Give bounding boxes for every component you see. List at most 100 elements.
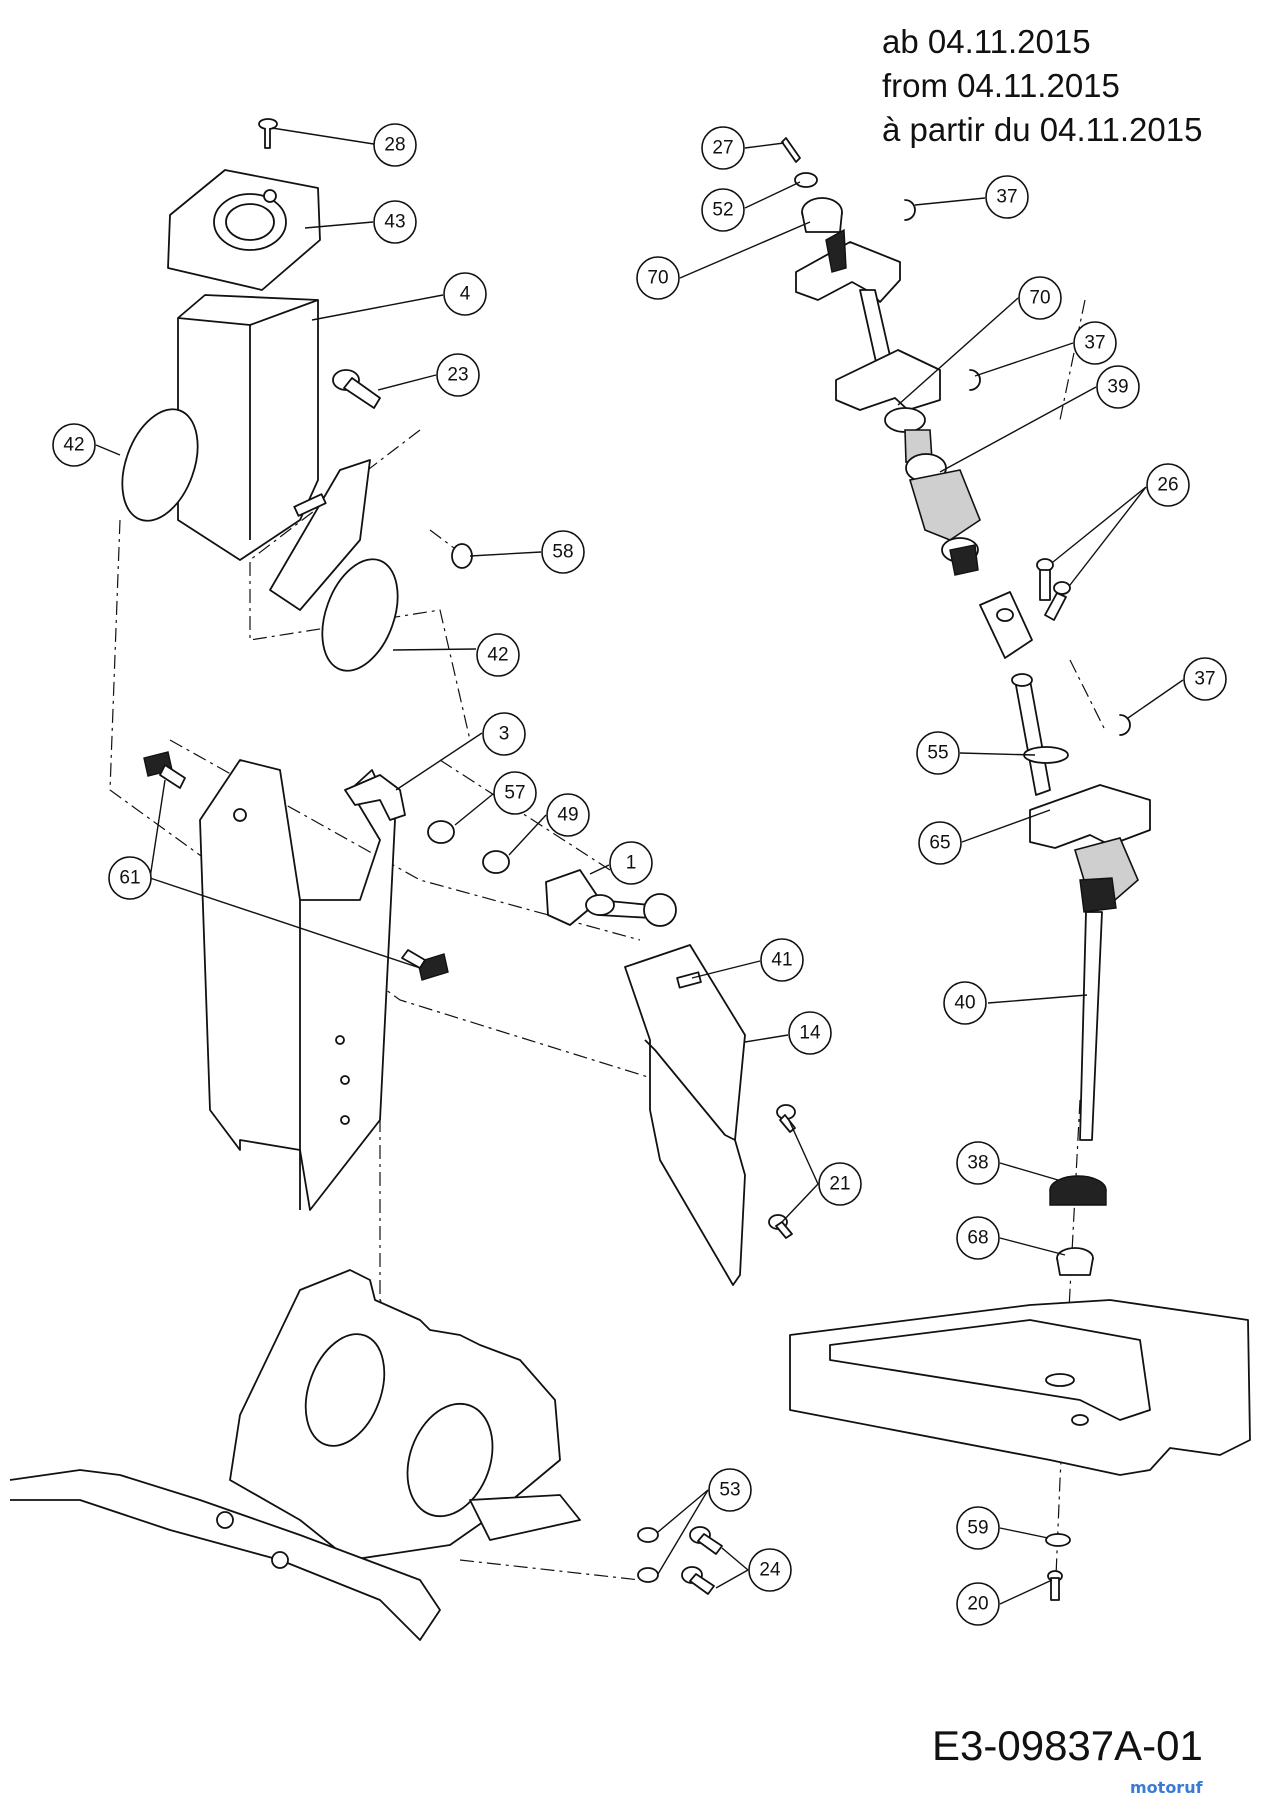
- callout-37-c: 37: [1183, 657, 1227, 701]
- callout-label: 40: [954, 993, 975, 1014]
- washer-59: [1045, 1533, 1071, 1547]
- chassis-plate: [789, 1299, 1251, 1476]
- callout-68: 68: [956, 1216, 1000, 1260]
- callout-label: 68: [967, 1228, 988, 1249]
- date-block: ab 04.11.2015 from 04.11.2015 à partir d…: [882, 20, 1262, 152]
- callout-label: 41: [771, 950, 792, 971]
- screw-24-upper: [689, 1526, 723, 1555]
- callout-59: 59: [956, 1506, 1000, 1550]
- callout-label: 52: [712, 200, 733, 221]
- disc-42-right: [321, 558, 399, 672]
- callout-43: 43: [373, 200, 417, 244]
- lower-frame: [9, 1269, 581, 1641]
- callout-label: 37: [1194, 669, 1215, 690]
- callout-58: 58: [541, 530, 585, 574]
- washer-52: [794, 172, 818, 188]
- callout-20: 20: [956, 1582, 1000, 1626]
- callout-39: 39: [1096, 365, 1140, 409]
- callout-26: 26: [1146, 463, 1190, 507]
- callout-61: 61: [108, 856, 152, 900]
- callout-24: 24: [748, 1548, 792, 1592]
- bolt-61-lower: [401, 949, 449, 981]
- callout-label: 65: [929, 833, 950, 854]
- callout-4: 4: [443, 272, 487, 316]
- callout-37-b: 37: [1073, 321, 1117, 365]
- pin-26-a: [1036, 558, 1054, 601]
- callout-label: 59: [967, 1518, 988, 1539]
- callout-65: 65: [918, 821, 962, 865]
- e-clip-37-c: [1119, 714, 1131, 736]
- pin-26-b: [1044, 581, 1071, 621]
- watermark-logo: motoruf: [1130, 1778, 1203, 1797]
- screw-20: [1047, 1570, 1063, 1601]
- callout-label: 43: [384, 212, 405, 233]
- callout-57: 57: [493, 771, 537, 815]
- callout-38: 38: [956, 1141, 1000, 1185]
- leader-lines: [95, 127, 1184, 1605]
- callout-label: 42: [487, 645, 508, 666]
- callout-label: 26: [1157, 475, 1178, 496]
- callout-label: 14: [799, 1023, 821, 1044]
- bushing-70-upper: [801, 197, 843, 233]
- callout-label: 37: [1084, 333, 1105, 354]
- steering-column-housing: [177, 294, 371, 611]
- callout-label: 24: [759, 1560, 781, 1581]
- callout-label: 70: [1029, 288, 1050, 309]
- callout-label: 53: [719, 1480, 740, 1501]
- date-line-en: from 04.11.2015: [882, 67, 1120, 104]
- callout-label: 39: [1107, 377, 1128, 398]
- callout-14: 14: [788, 1011, 832, 1055]
- callout-label: 23: [447, 365, 468, 386]
- callout-label: 20: [967, 1594, 988, 1615]
- callout-28: 28: [373, 123, 417, 167]
- callout-41: 41: [760, 938, 804, 982]
- washer-49: [482, 850, 510, 874]
- callouts: 28 43 4 23 42 58 42 3 57 49 1 61 41 14 2…: [52, 123, 1227, 1626]
- callout-label: 70: [647, 268, 668, 289]
- pin-23: [332, 369, 381, 409]
- o-ring-58: [451, 543, 473, 569]
- callout-42-right: 42: [476, 633, 520, 677]
- callout-70-lower: 70: [1018, 276, 1062, 320]
- callout-label: 27: [712, 138, 733, 159]
- callout-label: 4: [460, 284, 471, 305]
- roll-pin-27: [781, 137, 801, 163]
- callout-27: 27: [701, 126, 745, 170]
- washer-53-upper: [637, 1527, 659, 1543]
- hook-lever-3: [344, 774, 406, 821]
- middle-bracket: [835, 349, 941, 433]
- callout-1: 1: [609, 841, 653, 885]
- e-clip-37-b: [969, 369, 981, 391]
- washer-57: [427, 820, 455, 844]
- lever-1: [545, 869, 677, 927]
- e-clip-37-a: [904, 199, 916, 221]
- callout-49: 49: [546, 793, 590, 837]
- coupler-block: [979, 591, 1033, 659]
- cover-plate-14: [624, 944, 746, 1286]
- callout-40: 40: [943, 981, 987, 1025]
- callout-label: 42: [63, 435, 84, 456]
- lower-steering-shaft: [1011, 673, 1151, 1141]
- mounting-bracket: [199, 759, 396, 1211]
- callout-label: 58: [552, 542, 573, 563]
- callout-23: 23: [436, 353, 480, 397]
- callout-label: 49: [557, 805, 578, 826]
- callout-42-left: 42: [52, 423, 96, 467]
- date-line-de: ab 04.11.2015: [882, 23, 1091, 60]
- callout-37-a: 37: [985, 175, 1029, 219]
- universal-joint-39: [904, 429, 981, 576]
- callout-label: 1: [626, 853, 637, 874]
- washer-53-lower: [637, 1567, 659, 1583]
- callout-label: 21: [829, 1174, 850, 1195]
- callout-label: 3: [499, 724, 510, 745]
- screw-28: [258, 118, 278, 149]
- callout-52: 52: [701, 188, 745, 232]
- callout-3: 3: [482, 712, 526, 756]
- nut-68: [1056, 1247, 1094, 1276]
- pinion-gear-38: [1049, 1175, 1107, 1206]
- callout-53: 53: [708, 1468, 752, 1512]
- callout-label: 57: [504, 783, 525, 804]
- screw-24-lower: [681, 1566, 715, 1595]
- screw-21-upper: [776, 1104, 796, 1133]
